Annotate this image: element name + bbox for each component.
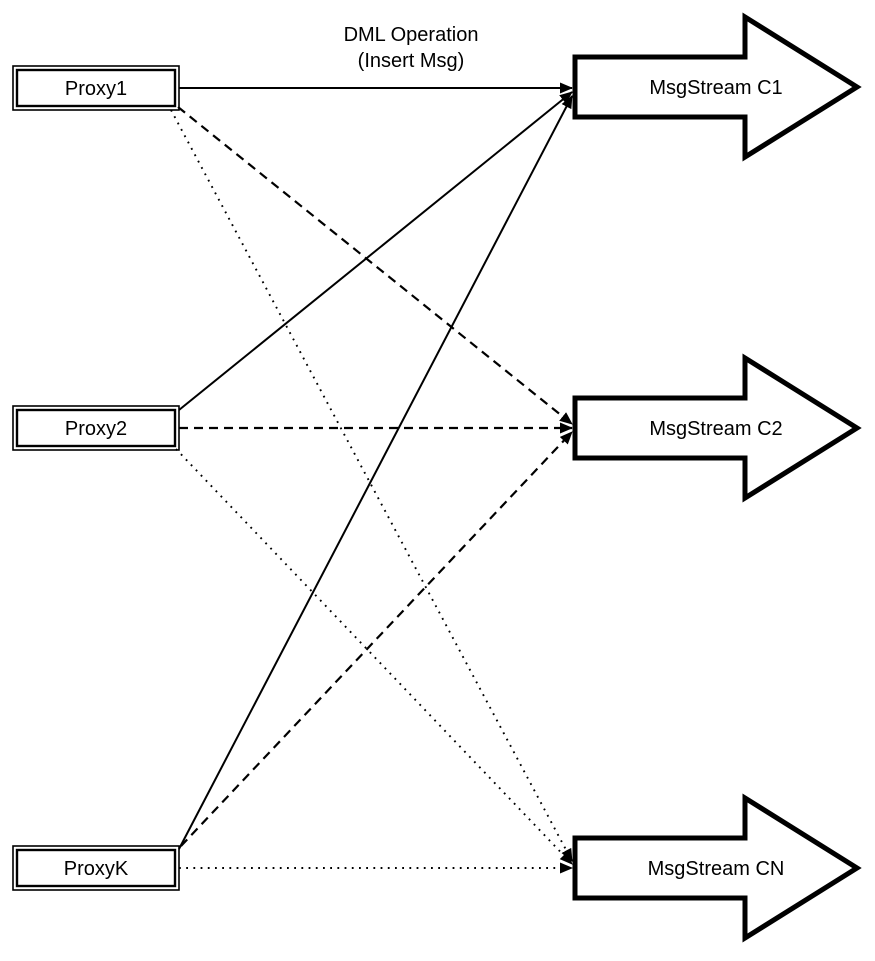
msgstream-c1-label: MsgStream C1	[649, 77, 782, 99]
edge-proxy1-c2	[177, 106, 573, 425]
msgstream-cn-label: MsgStream CN	[648, 858, 785, 880]
proxy1-outer-border	[12, 65, 180, 111]
node-proxyk: ProxyK	[12, 845, 180, 891]
edge-proxy2-cn	[175, 448, 573, 865]
node-msgstream-cn: MsgStream CN	[572, 793, 862, 943]
proxyk-label: ProxyK	[64, 858, 129, 880]
msgstream-c2-label: MsgStream C2	[649, 418, 782, 440]
proxyk-outer-border	[12, 845, 180, 891]
proxy1-label: Proxy1	[65, 78, 127, 100]
edge-proxy1-cn	[170, 109, 573, 862]
edge-proxyk-c1	[178, 95, 573, 850]
edge-proxy2-c1	[178, 91, 573, 411]
proxy1-box	[15, 68, 177, 108]
node-msgstream-c2: MsgStream C2	[572, 353, 862, 503]
annotation-line1: DML Operation	[344, 24, 479, 46]
proxy2-box	[15, 408, 177, 448]
edge-proxyk-c2	[180, 431, 573, 847]
node-proxy1: Proxy1	[12, 65, 180, 111]
annotation-line2: (Insert Msg)	[358, 50, 465, 72]
proxy2-outer-border	[12, 405, 180, 451]
edge-annotation: DML Operation (Insert Msg)	[344, 24, 479, 72]
node-msgstream-c1: MsgStream C1	[572, 12, 862, 162]
node-proxy2: Proxy2	[12, 405, 180, 451]
proxyk-box	[15, 848, 177, 888]
msgstream-cn-arrow-shape	[572, 793, 862, 943]
msgstream-c2-arrow-shape	[572, 353, 862, 503]
proxy2-label: Proxy2	[65, 418, 127, 440]
msgstream-c1-arrow-shape	[572, 12, 862, 162]
